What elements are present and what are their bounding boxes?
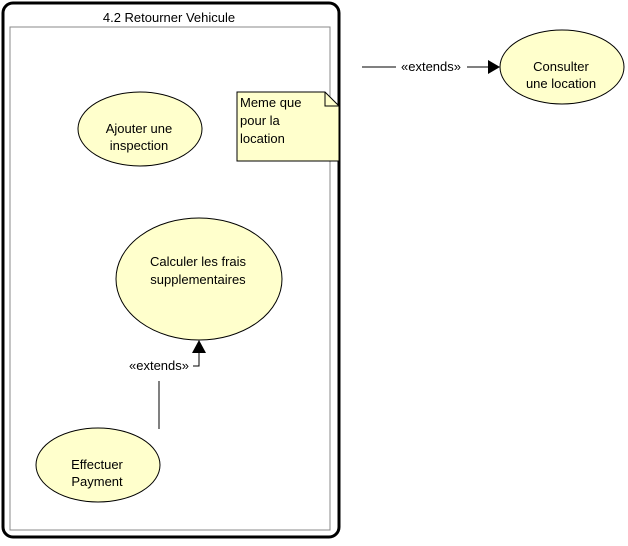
note-shape bbox=[236, 91, 340, 162]
extends-relation-payment[interactable]: «extends» bbox=[129, 340, 206, 429]
use-case-consulter-location[interactable]: Consulter une location bbox=[499, 29, 625, 105]
extends-arrowhead bbox=[488, 60, 500, 74]
system-title: 4.2 Retourner Vehicule bbox=[103, 10, 235, 25]
use-case-label-line2: supplementaires bbox=[150, 272, 246, 287]
use-case-label-line1: Ajouter une bbox=[106, 121, 173, 136]
extends-line-upper bbox=[193, 352, 200, 367]
note[interactable]: Meme que pour la location bbox=[236, 91, 340, 162]
use-case-label-line1: Calculer les frais bbox=[150, 254, 247, 269]
use-case-ellipse bbox=[499, 29, 625, 105]
use-case-label-line2: une location bbox=[526, 76, 596, 91]
use-case-effectuer-payment[interactable]: Effectuer Payment bbox=[35, 427, 161, 503]
use-case-ellipse bbox=[77, 91, 203, 167]
use-case-label-line1: Consulter bbox=[533, 59, 589, 74]
note-line1: Meme que bbox=[240, 95, 301, 110]
use-case-label-line2: inspection bbox=[110, 138, 169, 153]
system-inner-frame bbox=[9, 26, 331, 531]
extends-relation-consulter[interactable]: «extends» bbox=[362, 59, 500, 74]
use-case-calculer-frais[interactable]: Calculer les frais supplementaires bbox=[115, 217, 283, 341]
extends-label: «extends» bbox=[129, 358, 189, 373]
note-line2: pour la bbox=[240, 113, 281, 128]
extends-arrowhead bbox=[192, 340, 206, 353]
use-case-label-line2: Payment bbox=[71, 474, 123, 489]
use-case-label-line1: Effectuer bbox=[71, 457, 123, 472]
use-case-ellipse bbox=[35, 427, 161, 503]
note-line3: location bbox=[240, 131, 285, 146]
note-fold bbox=[324, 92, 339, 107]
extends-label: «extends» bbox=[401, 59, 461, 74]
use-case-ajouter-inspection[interactable]: Ajouter une inspection bbox=[77, 91, 203, 167]
